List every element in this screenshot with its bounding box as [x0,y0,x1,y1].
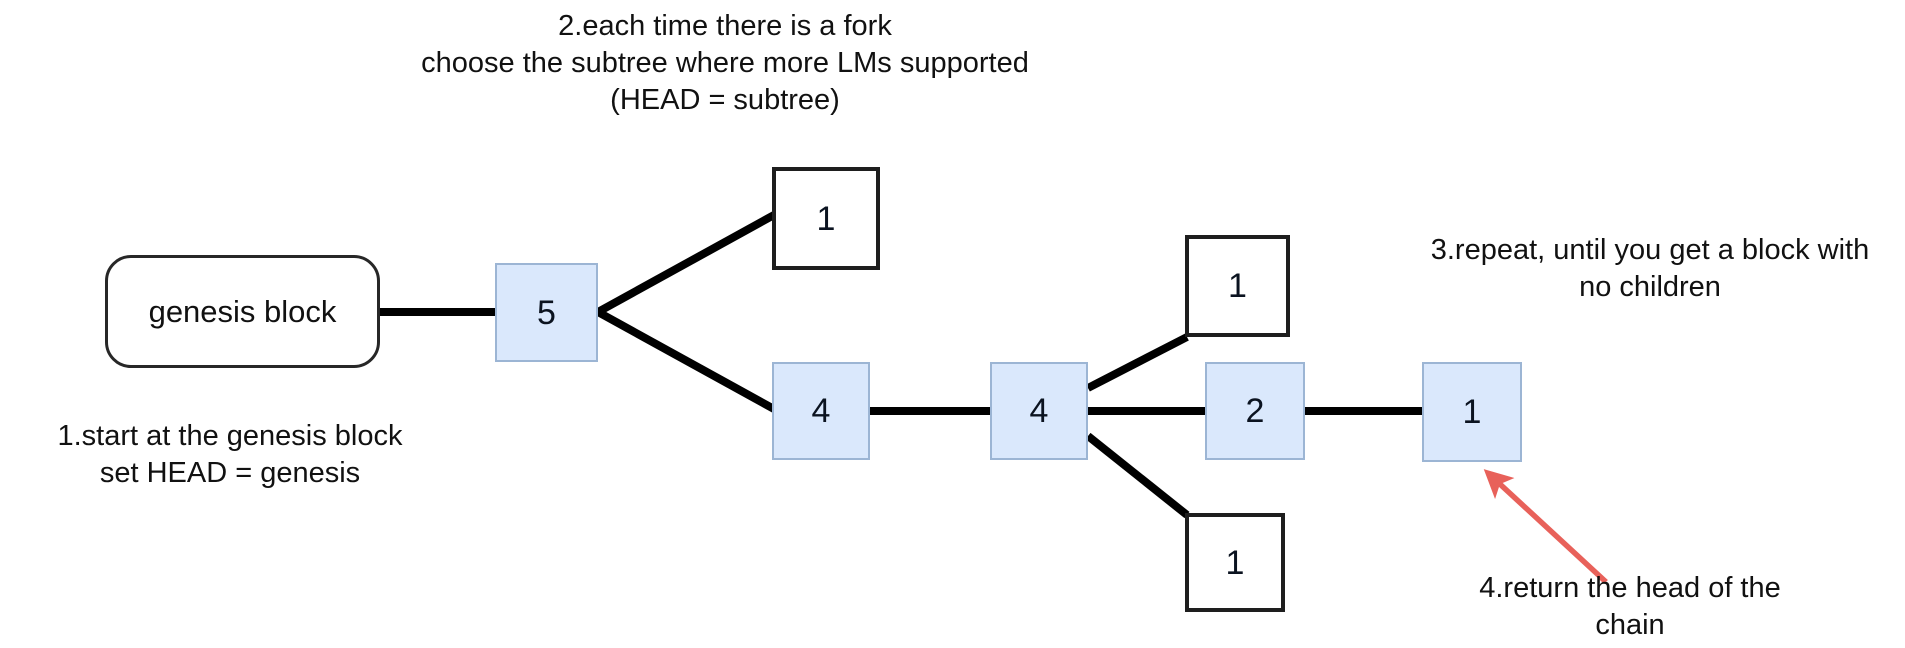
edge-b5-to-b4a [596,308,776,413]
block-genesis-label: genesis block [148,294,337,329]
caption-step-1: 1.start at the genesis block set HEAD = … [57,420,403,490]
block-1-top-fork-label: 1 [816,199,836,238]
edge-b5-to-b1a [596,211,776,316]
block-1-upper-branch[interactable]: 1 [1185,235,1290,337]
block-1-lower-branch[interactable]: 1 [1185,513,1285,612]
block-4-first[interactable]: 4 [772,362,870,460]
block-1-upper-branch-label: 1 [1228,267,1247,305]
block-2-label: 2 [1245,392,1265,430]
edge-b4b-to-b1b [1086,333,1189,392]
block-4-first-label: 4 [811,392,831,430]
block-1-head-label: 1 [1462,393,1482,431]
block-5[interactable]: 5 [495,263,598,362]
block-1-lower-branch-label: 1 [1225,543,1245,582]
block-2[interactable]: 2 [1205,362,1305,460]
block-genesis[interactable]: genesis block [105,255,380,368]
block-4-second-label: 4 [1029,392,1049,430]
block-1-head[interactable]: 1 [1422,362,1522,462]
edge-b4b-to-b1c [1085,432,1190,519]
red-pointer-arrow [1483,469,1608,585]
caption-step-3: 3.repeat, until you get a block with no … [1430,234,1870,304]
block-5-label: 5 [537,293,556,332]
caption-step-4: 4.return the head of the chain [1479,572,1781,642]
block-1-top-fork[interactable]: 1 [772,167,880,270]
caption-step-2: 2.each time there is a fork choose the s… [421,10,1029,117]
block-4-second[interactable]: 4 [990,362,1088,460]
